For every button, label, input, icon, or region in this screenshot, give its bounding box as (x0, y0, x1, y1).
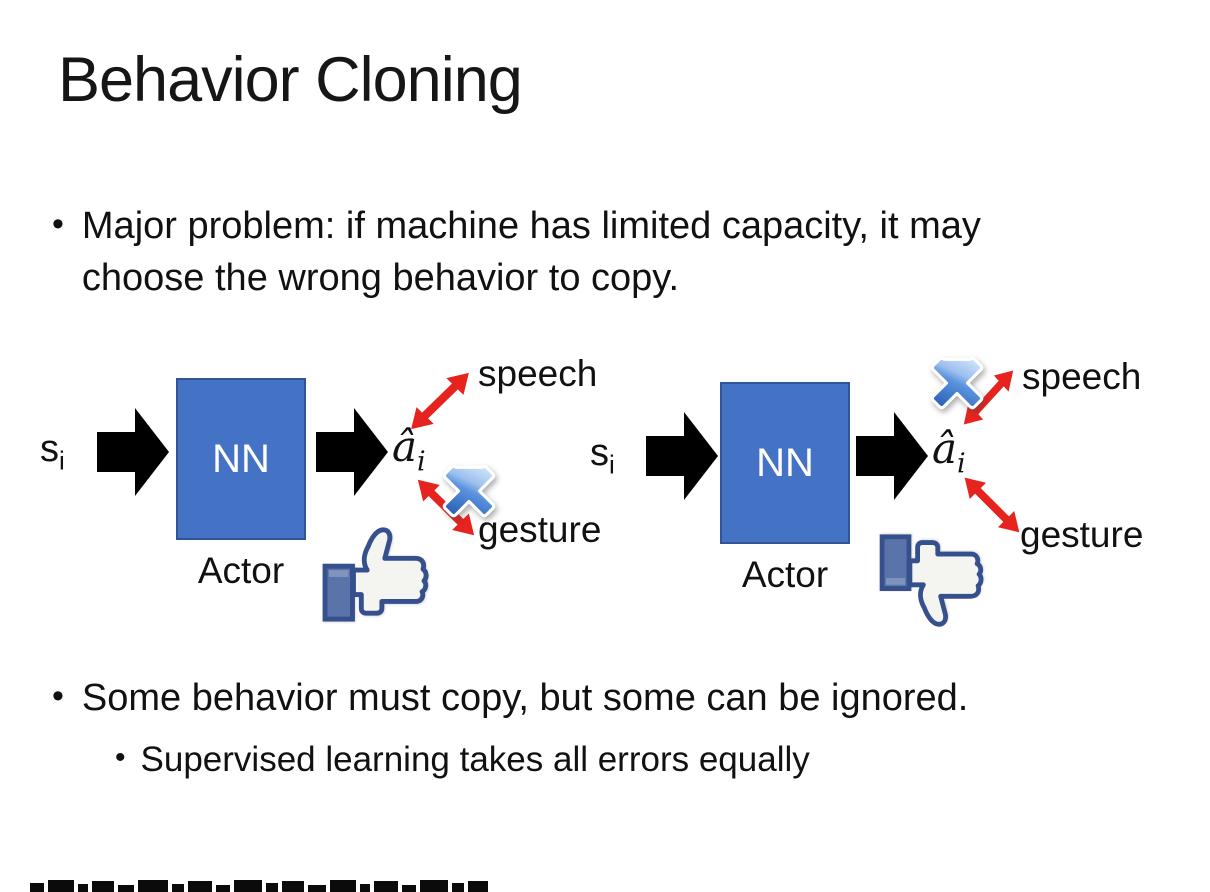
bullet-some-behavior-text: Some behavior must copy, but some can be… (81, 677, 969, 719)
branch-label-speech: speech (478, 353, 598, 394)
nn-box-label: NN (756, 440, 814, 485)
bullet-supervised: • Supervised learning takes all errors e… (115, 736, 810, 784)
thumbs-down-icon (878, 532, 986, 628)
bullet-some-behavior: • Some behavior must copy, but some can … (52, 672, 1172, 724)
cropped-text-bottom-edge (30, 880, 488, 892)
nn-box: NN (720, 382, 850, 544)
double-arrow-icon (964, 477, 1020, 533)
bullet-marker: • (52, 205, 64, 243)
bullet-major-problem: • Major problem: if machine has limited … (52, 200, 1062, 305)
bullet-supervised-text: Supervised learning takes all errors equ… (140, 740, 810, 779)
bullet-major-problem-text: Major problem: if machine has limited ca… (81, 205, 981, 300)
actor-caption: Actor (741, 554, 829, 595)
state-input-label: si (40, 428, 65, 476)
branch-label-gesture: gesture (478, 509, 602, 550)
branch-label-speech: speech (1022, 356, 1142, 397)
block-arrow-icon (856, 412, 928, 500)
action-output-label: âi (392, 422, 426, 478)
action-output-label: âi (932, 424, 966, 480)
nn-box: NN (176, 378, 306, 540)
nn-box-label: NN (212, 436, 270, 481)
state-input-label: si (590, 432, 615, 480)
cross-out-icon (926, 352, 988, 414)
bullet-marker: • (115, 741, 126, 774)
actor-caption: Actor (197, 550, 285, 591)
bullet-marker: • (52, 677, 64, 715)
branch-label-gesture: gesture (1020, 514, 1144, 555)
block-arrow-icon (646, 412, 718, 500)
slide-title: Behavior Cloning (58, 45, 523, 115)
